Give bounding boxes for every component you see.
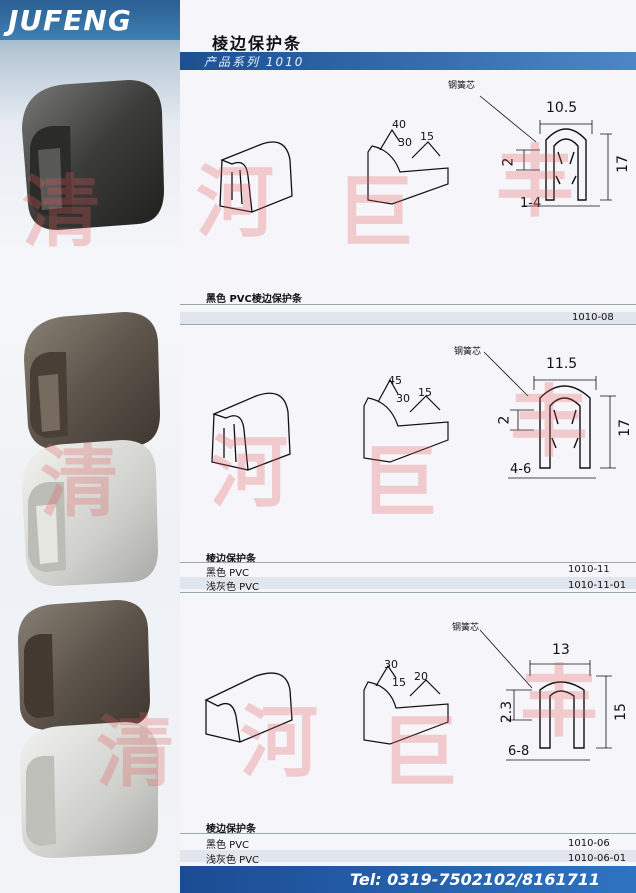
dim-thickness-2: 4-6 <box>510 462 532 477</box>
angle-1b: 30 <box>398 136 412 149</box>
watermark-char: 巨 <box>380 707 459 798</box>
product-photo-1010-06 <box>18 600 150 730</box>
dim-height-3: 15 <box>612 703 629 721</box>
angle-3b: 15 <box>392 676 406 689</box>
profile-drawing-1 <box>479 95 612 207</box>
brand-banner: JUFENG <box>0 0 180 40</box>
section-3-heading: 棱边保护条 <box>206 824 256 835</box>
dim-height-2: 17 <box>616 419 633 437</box>
angle-1a: 40 <box>392 118 406 131</box>
profile-drawing-3 <box>479 629 612 761</box>
watermark-char: 河 <box>196 157 275 248</box>
watermark-char: 巨 <box>360 437 439 528</box>
code-1010-06-01: 1010-06-01 <box>568 853 627 864</box>
fin-drawing-3 <box>363 664 449 745</box>
divider <box>180 592 636 593</box>
angle-3a: 30 <box>384 658 398 671</box>
dim-width-3: 13 <box>552 642 570 658</box>
angle-2b: 30 <box>396 392 410 405</box>
dim-gap-3: 2.3 <box>499 700 516 724</box>
brand-logo-text: JUFENG <box>8 4 132 37</box>
dim-width-1: 10.5 <box>546 100 578 116</box>
section-1-heading: 黑色 PVC棱边保护条 <box>206 294 302 305</box>
core-label-2: 钢簧芯 <box>454 347 482 357</box>
watermark-char: 清 <box>96 707 175 798</box>
divider <box>180 833 636 834</box>
row-stripe <box>180 850 636 862</box>
watermark-char: 丰 <box>496 137 575 228</box>
angle-3c: 20 <box>414 670 428 683</box>
dim-thickness-3: 6-8 <box>508 744 530 759</box>
strip-drawing-2 <box>211 392 291 471</box>
core-label-1: 钢簧芯 <box>448 81 476 91</box>
row-stripe <box>180 577 636 589</box>
dim-thickness-1: 1-4 <box>520 196 542 211</box>
watermark-char: 巨 <box>336 167 415 258</box>
watermark-char: 清 <box>22 167 101 258</box>
watermark-char: 河 <box>210 427 289 518</box>
material-grey-2: 浅灰色 PVC <box>206 582 260 593</box>
material-black-2: 黑色 PVC <box>206 568 250 579</box>
fin-drawing-2 <box>363 378 449 463</box>
code-1010-11: 1010-11 <box>568 564 610 575</box>
footer-telephone: Tel: 0319-7502102/8161711 <box>350 870 601 889</box>
material-grey-3: 浅灰色 PVC <box>206 855 260 866</box>
footer-bar: Tel: 0319-7502102/8161711 <box>180 866 636 893</box>
angle-2c: 15 <box>418 386 432 399</box>
watermark-char: 河 <box>240 697 319 788</box>
watermark-char: 清 <box>40 437 119 528</box>
product-photo-1010-11-01 <box>22 440 158 586</box>
series-subtitle: 产品系列 1010 <box>204 55 305 69</box>
row-stripe <box>180 312 636 324</box>
angle-1c: 15 <box>420 130 434 143</box>
strip-drawing-1 <box>219 141 293 213</box>
watermark-char: 丰 <box>520 657 599 748</box>
product-photo-1010-08 <box>22 80 164 230</box>
profile-drawing-2 <box>483 351 616 479</box>
page-title: 棱边保护条 <box>212 34 303 53</box>
dim-width-2: 11.5 <box>546 356 578 372</box>
angle-2a: 45 <box>388 374 402 387</box>
code-1010-06: 1010-06 <box>568 838 610 849</box>
code-1010-11-01: 1010-11-01 <box>568 580 627 591</box>
fin-drawing-1 <box>367 128 449 205</box>
product-photo-1010-06-01 <box>20 722 158 858</box>
material-black-3: 黑色 PVC <box>206 840 250 851</box>
divider <box>180 324 636 325</box>
product-photo-1010-11 <box>24 312 160 450</box>
dim-height-1: 17 <box>614 155 631 173</box>
strip-drawing-3 <box>204 672 293 743</box>
divider <box>180 304 636 305</box>
watermark-char: 丰 <box>510 377 589 468</box>
core-label-3: 钢簧芯 <box>452 623 480 633</box>
section-2-heading: 棱边保护条 <box>206 554 256 565</box>
divider <box>180 562 636 563</box>
code-1010-08: 1010-08 <box>572 312 614 323</box>
series-bar: 产品系列 1010 <box>180 52 636 70</box>
